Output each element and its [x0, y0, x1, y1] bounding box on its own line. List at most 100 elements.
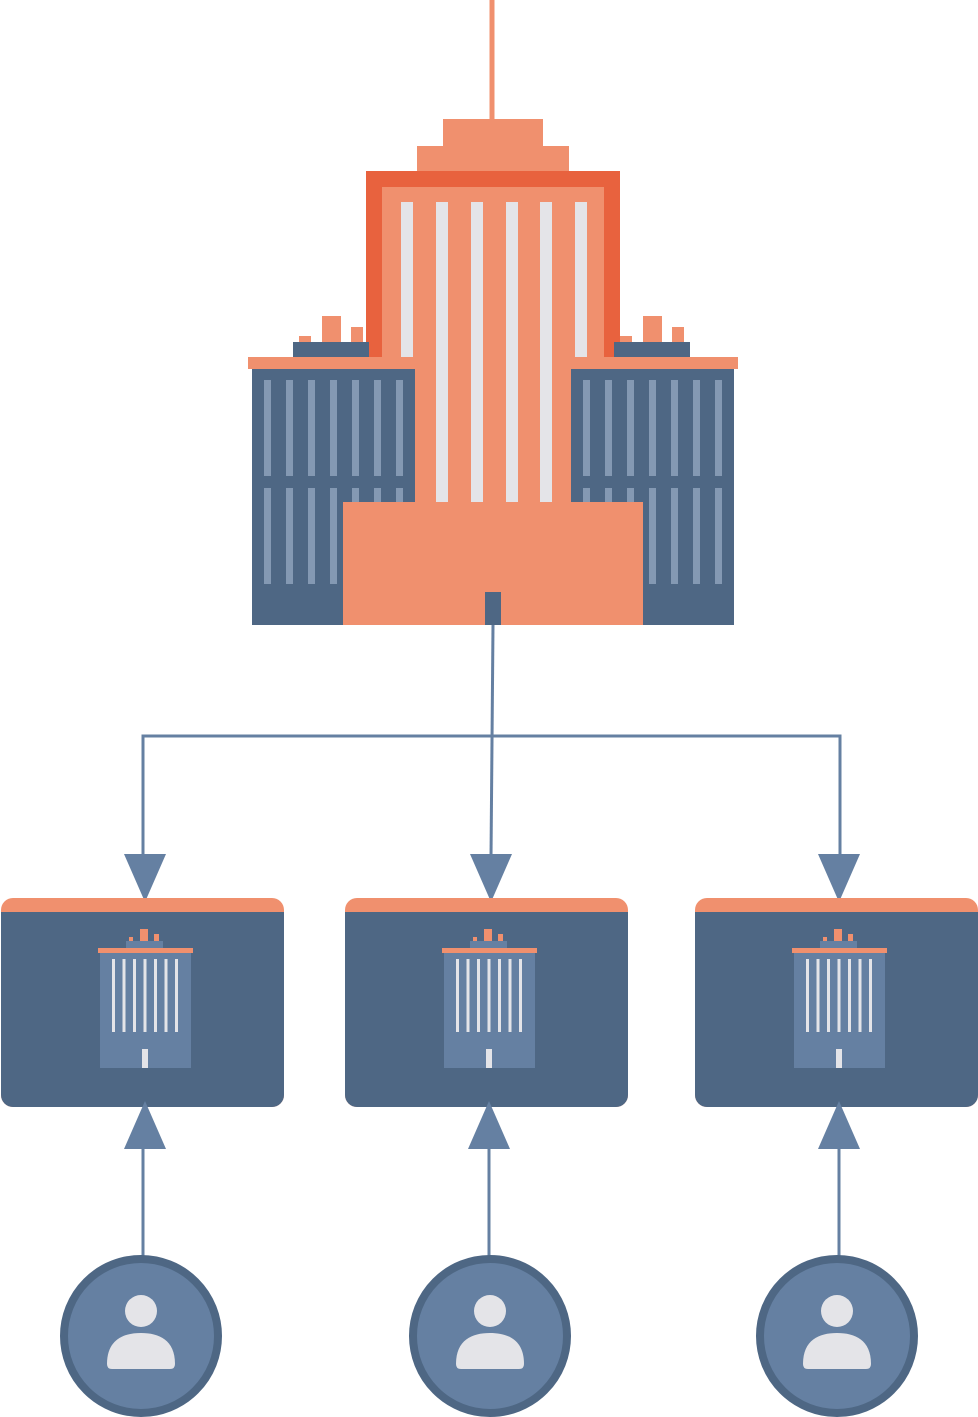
chimney — [848, 934, 853, 942]
branch-office-card — [1, 898, 284, 1149]
door — [142, 1049, 148, 1068]
building-window — [869, 959, 872, 1032]
office-building-icon — [98, 929, 193, 1068]
wing-window — [308, 380, 315, 476]
tower-window — [506, 202, 518, 502]
building-window — [816, 959, 820, 1032]
roof-box — [293, 342, 369, 358]
chimney — [351, 327, 363, 344]
roof-box — [820, 941, 857, 949]
wing-window — [671, 488, 678, 584]
connector-line — [489, 624, 495, 859]
building-window — [112, 959, 115, 1032]
building-window — [806, 959, 809, 1032]
wing-window — [352, 380, 359, 476]
user-body — [803, 1333, 871, 1369]
building-window — [837, 959, 841, 1032]
building-window — [154, 959, 157, 1032]
wing-window — [671, 380, 678, 476]
tower-window — [471, 202, 483, 502]
wing-window — [649, 488, 656, 584]
wing-window — [286, 380, 293, 476]
connector-line — [141, 734, 842, 858]
roof-ledge — [571, 357, 738, 369]
chimney — [643, 316, 662, 344]
door — [486, 1049, 492, 1068]
user-icon — [107, 1295, 175, 1369]
user-avatar — [756, 1255, 918, 1417]
door — [485, 592, 501, 625]
user-head — [125, 1295, 157, 1327]
wing-window — [649, 380, 656, 476]
wing-window — [693, 488, 700, 584]
arrow-up-icon — [468, 1101, 510, 1149]
user-body — [456, 1333, 524, 1369]
building-window — [487, 959, 491, 1032]
chimney — [129, 937, 133, 942]
user-icon — [803, 1295, 871, 1369]
user-icon — [456, 1295, 524, 1369]
building-window — [508, 959, 512, 1032]
building-window — [133, 959, 136, 1032]
arrow-down-icon — [470, 854, 512, 902]
wing-window — [715, 380, 722, 476]
building-window — [848, 959, 851, 1032]
arrow-down-icon — [124, 854, 166, 902]
wing-window — [715, 488, 722, 584]
user-avatar — [409, 1255, 571, 1417]
wing-window — [264, 488, 271, 584]
door — [836, 1049, 842, 1068]
chimney — [140, 929, 148, 942]
wing-window — [264, 380, 271, 476]
wing-window — [583, 380, 590, 476]
arrow-up-icon — [818, 1101, 860, 1149]
chimney — [672, 327, 684, 344]
roof-box — [126, 941, 163, 949]
building-window — [498, 959, 501, 1032]
chimney — [620, 336, 632, 344]
wing-window — [330, 488, 337, 584]
wing-window — [308, 488, 315, 584]
spire-top — [443, 119, 543, 149]
chimney — [473, 937, 477, 942]
user-head — [474, 1295, 506, 1327]
arrow-down-icon — [818, 854, 860, 902]
branch-offices — [1, 898, 978, 1149]
card-body-top — [345, 912, 628, 932]
wing-window — [330, 380, 337, 476]
building-window — [122, 959, 126, 1032]
roof-ledge — [792, 948, 887, 953]
headquarters-skyscraper-icon — [248, 0, 738, 625]
users — [60, 1147, 918, 1417]
card-body-top — [1, 912, 284, 932]
chimney — [322, 316, 341, 344]
office-building-icon — [792, 929, 887, 1068]
building-window — [143, 959, 147, 1032]
tower-window — [540, 202, 552, 502]
spire-base — [417, 146, 569, 174]
side-wing — [571, 316, 738, 625]
building-window — [477, 959, 480, 1032]
tower-window — [436, 202, 448, 502]
arrow-up-icon — [124, 1101, 166, 1149]
wing-window — [627, 380, 634, 476]
user-body — [107, 1333, 175, 1369]
chimney — [154, 934, 159, 942]
chimney — [498, 934, 503, 942]
chimney — [823, 937, 827, 942]
building-window — [175, 959, 178, 1032]
office-building-icon — [442, 929, 537, 1068]
user-avatar — [60, 1255, 222, 1417]
building-window — [164, 959, 168, 1032]
wing-window — [374, 380, 381, 476]
branch-office-card — [695, 898, 978, 1149]
roof-box — [614, 342, 690, 358]
card-body-top — [695, 912, 978, 932]
roof-ledge — [248, 357, 415, 369]
wing-window — [286, 488, 293, 584]
connector-lines — [124, 624, 860, 902]
roof-box — [470, 941, 507, 949]
chimney — [484, 929, 492, 942]
chimney — [834, 929, 842, 942]
